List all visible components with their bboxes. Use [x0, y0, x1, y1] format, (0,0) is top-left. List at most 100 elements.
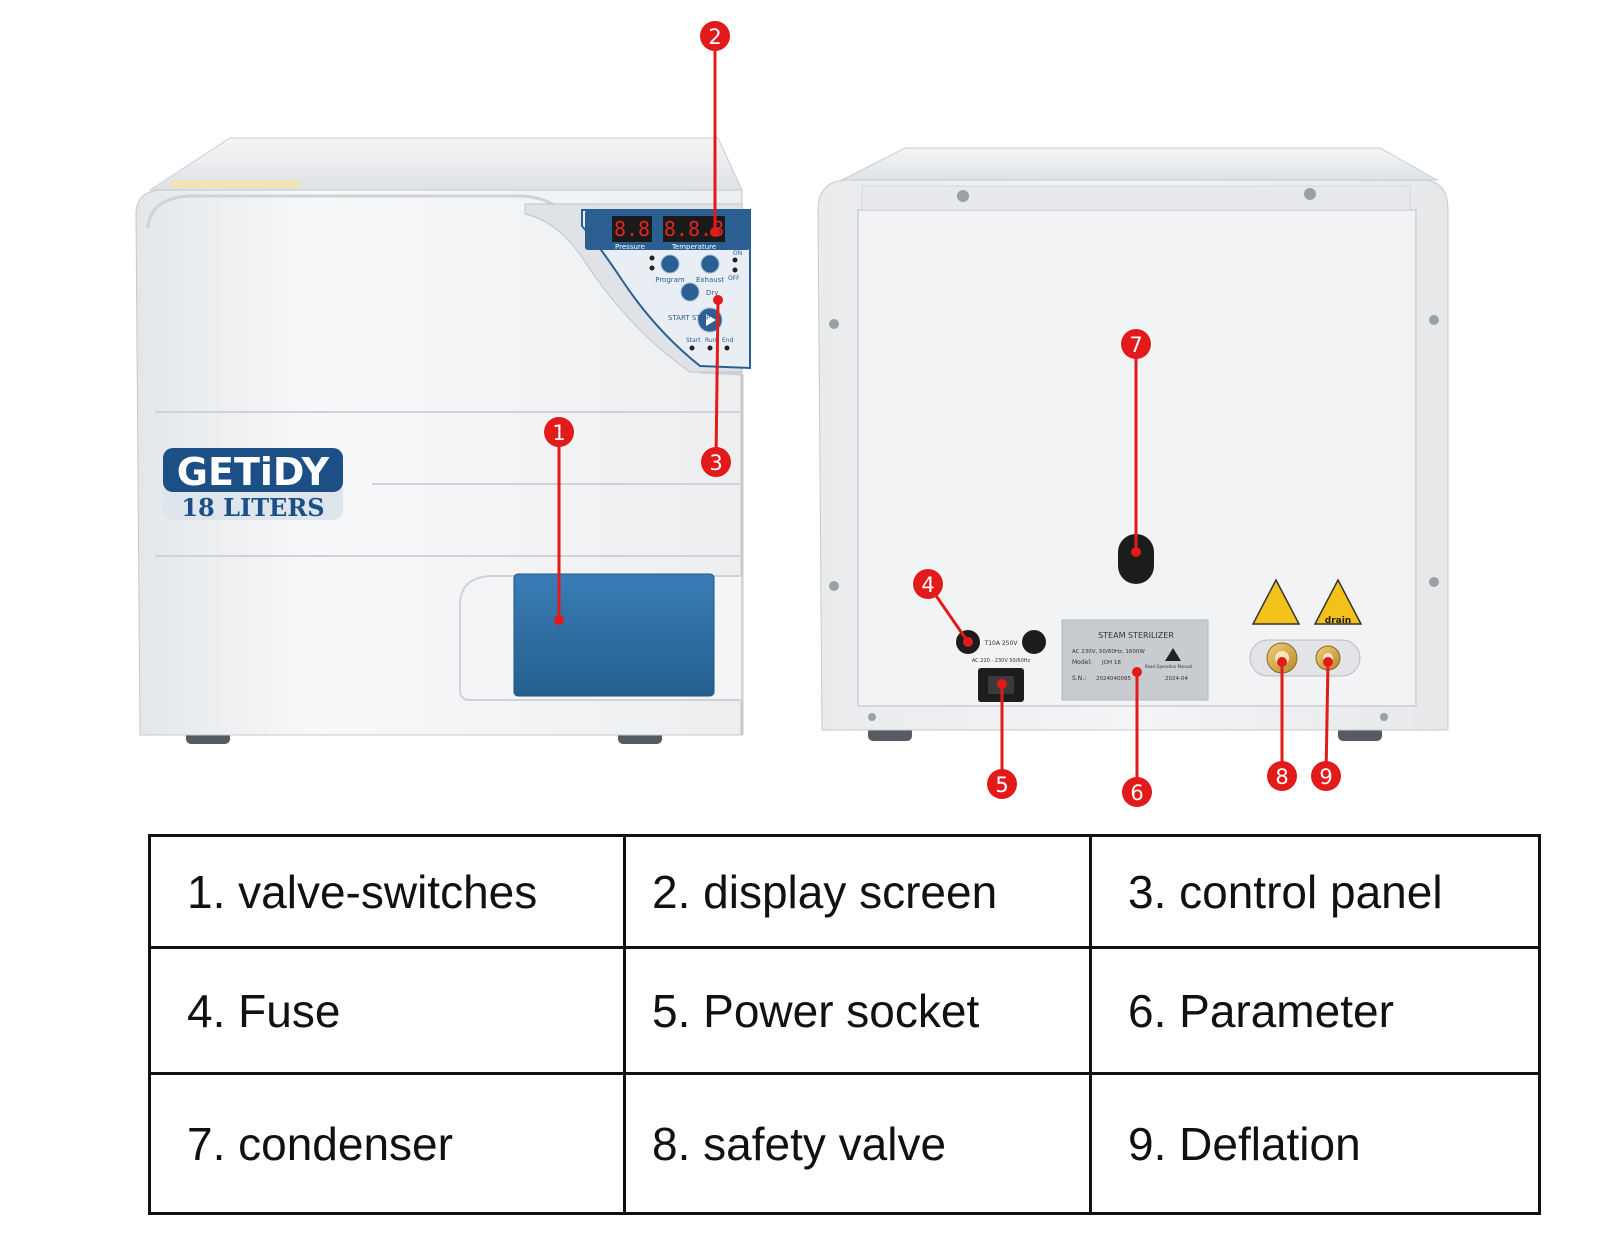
legend-table: 1. valve-switches 2. display screen 3. c… — [148, 834, 1541, 1215]
run-led-label: Run — [705, 337, 717, 344]
legend-cell-display-screen: 2. display screen — [623, 834, 1092, 949]
back-sterilizer: T10A 250V AC 220 - 230V 50/60Hz STEAM ST… — [817, 147, 1449, 741]
screw — [1429, 315, 1439, 325]
fuse-rating-label: T10A 250V — [984, 640, 1019, 647]
run-led — [707, 345, 713, 351]
legend-cell-control-panel: 3. control panel — [1089, 834, 1541, 949]
plate-model-label: Model: — [1072, 659, 1092, 666]
marker-8-label: 8 — [1275, 765, 1288, 789]
screw — [1429, 577, 1439, 587]
pressure-digits: 8.8 — [614, 217, 650, 241]
marker-6-label: 6 — [1130, 781, 1143, 805]
plate-model-value: JOH 18 — [1101, 660, 1121, 666]
screw — [1304, 188, 1316, 200]
sterilizer-diagram: 8.8 8.8.8 Pressure Temperature Program E… — [135, 21, 1449, 807]
end-led-label: End — [722, 337, 734, 344]
marker-4-label: 4 — [921, 573, 934, 597]
screw — [957, 190, 969, 202]
legend-cell-safety-valve: 8. safety valve — [623, 1072, 1092, 1215]
warning-icon — [1165, 648, 1181, 661]
indicator-led — [732, 267, 738, 273]
anchor-dot — [1131, 547, 1141, 557]
front-sterilizer: 8.8 8.8.8 Pressure Temperature Program E… — [135, 137, 751, 744]
plate-date-value: 2024-04 — [1165, 676, 1188, 682]
socket-rating-label: AC 220 - 230V 50/60Hz — [972, 658, 1031, 664]
drain-label: drain — [1325, 616, 1351, 626]
start-led-label: Start — [686, 337, 701, 344]
marker-7-label: 7 — [1129, 333, 1142, 357]
marker-1: 1 — [544, 417, 574, 447]
marker-6: 6 — [1122, 777, 1152, 807]
caution-label-icon — [1251, 578, 1301, 625]
exhaust-button[interactable] — [700, 254, 720, 274]
off-label: OFF — [728, 275, 740, 282]
screw — [829, 319, 839, 329]
capacity-label: 18 LITERS — [181, 493, 324, 522]
exhaust-label: Exhaust — [696, 276, 724, 284]
water-tray[interactable] — [513, 573, 715, 697]
legend-row: 7. condenser 8. safety valve 9. Deflatio… — [148, 1072, 1541, 1215]
leader-9 — [1324, 661, 1330, 777]
legend-cell-deflation: 9. Deflation — [1089, 1072, 1541, 1215]
on-label: ON — [733, 250, 742, 257]
anchor-dot — [1323, 657, 1333, 667]
anchor-dot — [713, 295, 723, 305]
legend-cell-parameter: 6. Parameter — [1089, 946, 1541, 1075]
marker-8: 8 — [1267, 761, 1297, 791]
marker-7: 7 — [1121, 329, 1151, 359]
callout-leaders — [557, 36, 1330, 792]
marker-1-label: 1 — [552, 421, 565, 445]
plate-sn-value: 2024040095 — [1096, 676, 1131, 682]
anchor-dot — [1132, 667, 1142, 677]
dry-label: Dry — [706, 289, 718, 297]
marker-2: 2 — [700, 21, 730, 51]
callout-dots — [554, 227, 1333, 689]
anchor-dot — [710, 227, 720, 237]
brand-logo: GETiDY 18 LITERS — [163, 448, 343, 522]
marker-3-label: 3 — [709, 451, 722, 475]
dry-button[interactable] — [680, 282, 700, 302]
screw — [868, 713, 876, 721]
indicator-led — [649, 255, 655, 261]
start-stop-label: START STOP — [668, 314, 710, 322]
plate-rating: AC 230V, 50/60Hz, 1600W — [1072, 649, 1145, 655]
indicator-led — [732, 257, 738, 263]
legend-cell-valve-switches: 1. valve-switches — [148, 834, 626, 949]
anchor-dot — [1277, 657, 1287, 667]
plate-sn-label: S.N.: — [1072, 675, 1086, 682]
marker-9-label: 9 — [1319, 765, 1332, 789]
plate-note: Read Operation Manual — [1145, 664, 1192, 669]
anchor-dot — [963, 637, 973, 647]
callout-markers: 1 2 3 4 5 6 7 8 9 — [544, 21, 1341, 807]
indicator-led — [649, 265, 655, 271]
leader-3 — [714, 299, 720, 463]
anchor-dot — [997, 679, 1007, 689]
end-led — [724, 345, 730, 351]
marker-9: 9 — [1311, 761, 1341, 791]
temperature-label: Temperature — [671, 243, 716, 251]
back-top-cover — [841, 147, 1439, 181]
screw — [1380, 713, 1388, 721]
hot-drain-icon — [1313, 578, 1363, 625]
marker-4: 4 — [913, 569, 943, 599]
marker-5-label: 5 — [995, 773, 1008, 797]
legend-cell-power-socket: 5. Power socket — [623, 946, 1092, 1075]
brand-name: GETiDY — [177, 450, 330, 494]
marker-5: 5 — [987, 769, 1017, 799]
start-led — [689, 345, 695, 351]
parameter-plate: STEAM STERILIZER AC 230V, 50/60Hz, 1600W… — [1061, 619, 1209, 701]
plate-title: STEAM STERILIZER — [1098, 631, 1174, 640]
legend-row: 1. valve-switches 2. display screen 3. c… — [148, 834, 1541, 949]
condenser-port — [1118, 534, 1154, 584]
front-top-strip — [170, 180, 300, 188]
marker-2-label: 2 — [708, 25, 721, 49]
anchor-dot — [554, 615, 564, 625]
power-switch[interactable] — [1022, 630, 1046, 654]
pressure-display — [612, 216, 652, 242]
screw — [829, 581, 839, 591]
legend-cell-fuse: 4. Fuse — [148, 946, 626, 1075]
back-top-rail — [861, 185, 1411, 211]
program-button[interactable] — [660, 254, 680, 274]
program-label: Program — [655, 276, 685, 284]
legend-cell-condenser: 7. condenser — [148, 1072, 626, 1215]
